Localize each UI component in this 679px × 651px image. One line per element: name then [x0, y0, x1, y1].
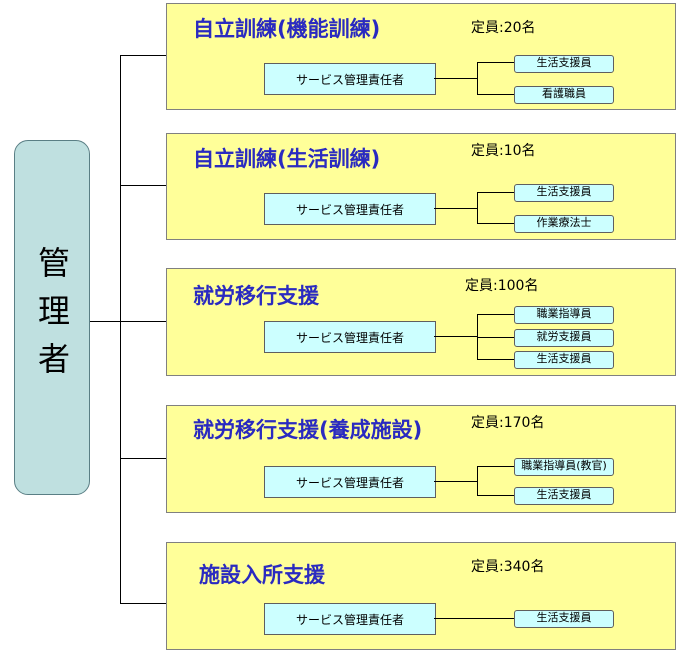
branch-line — [120, 321, 166, 322]
section-title: 就労移行支援(養成施設) — [193, 418, 423, 442]
manager-connector — [434, 78, 478, 79]
staff-connector — [477, 359, 514, 360]
staff-box: 作業療法士 — [514, 215, 614, 233]
section-capacity: 定員:10名 — [471, 143, 536, 159]
branch-line — [120, 185, 166, 186]
manager-connector — [434, 336, 478, 337]
staff-bracket — [477, 62, 478, 95]
admin-box: 管理者 — [14, 140, 90, 495]
staff-connector — [477, 466, 514, 467]
manager-connector — [434, 208, 478, 209]
manager-box: サービス管理責任者 — [264, 321, 436, 353]
manager-box: サービス管理責任者 — [264, 63, 436, 95]
admin-label: 管理者 — [33, 245, 71, 390]
staff-connector — [477, 337, 514, 338]
staff-connector — [477, 223, 514, 224]
manager-box: サービス管理責任者 — [264, 603, 436, 635]
manager-connector — [434, 481, 478, 482]
section-title: 自立訓練(生活訓練) — [193, 147, 381, 171]
section-title: 施設入所支援 — [199, 563, 325, 587]
staff-bracket — [477, 466, 478, 496]
staff-box: 就労支援員 — [514, 329, 614, 347]
staff-box: 生活支援員 — [514, 610, 614, 628]
section-capacity: 定員:20名 — [471, 20, 536, 36]
branch-line — [120, 603, 166, 604]
staff-connector — [477, 62, 514, 63]
staff-box: 生活支援員 — [514, 184, 614, 202]
staff-connector — [477, 495, 514, 496]
section-title: 自立訓練(機能訓練) — [193, 17, 381, 41]
staff-connector — [477, 314, 514, 315]
section-capacity: 定員:340名 — [471, 559, 545, 575]
staff-box: 生活支援員 — [514, 351, 614, 369]
staff-box: 職業指導員(教官) — [514, 458, 614, 476]
staff-box: 職業指導員 — [514, 306, 614, 324]
trunk-line — [120, 55, 121, 603]
branch-line — [120, 458, 166, 459]
manager-connector — [434, 618, 514, 619]
manager-box: サービス管理責任者 — [264, 193, 436, 225]
staff-connector — [477, 192, 514, 193]
section-capacity: 定員:170名 — [471, 415, 545, 431]
staff-box: 生活支援員 — [514, 487, 614, 505]
manager-box: サービス管理責任者 — [264, 466, 436, 498]
staff-connector — [477, 94, 514, 95]
staff-bracket — [477, 192, 478, 224]
admin-connector — [90, 321, 121, 322]
staff-box: 生活支援員 — [514, 55, 614, 73]
staff-box: 看護職員 — [514, 86, 614, 104]
section-title: 就労移行支援 — [193, 284, 319, 308]
section-capacity: 定員:100名 — [465, 278, 539, 294]
branch-line — [120, 55, 166, 56]
